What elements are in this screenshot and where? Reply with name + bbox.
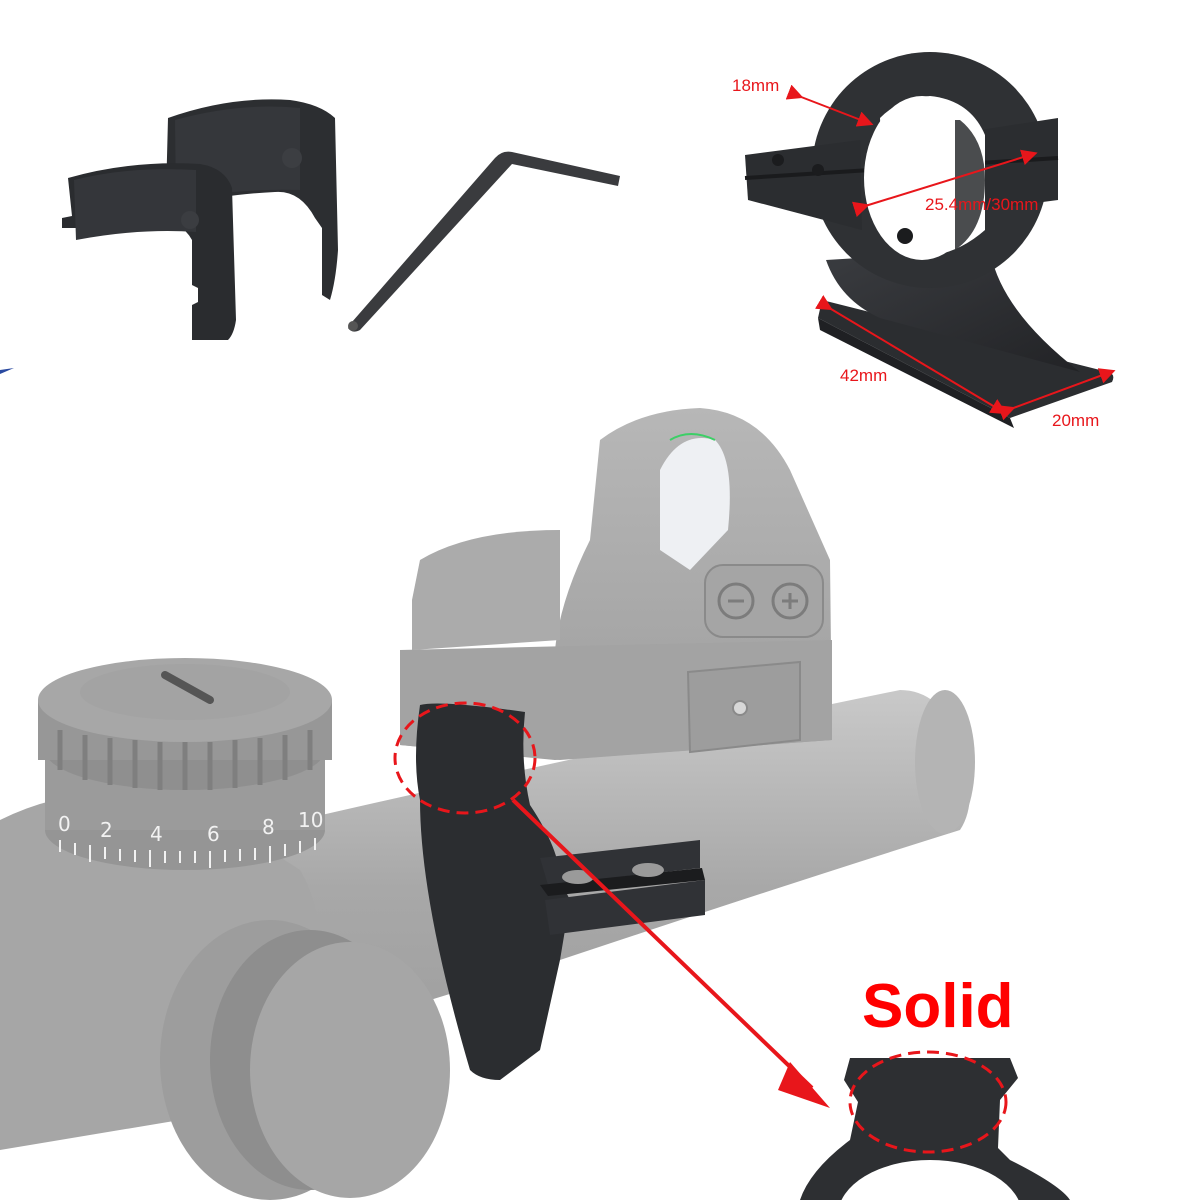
highlight-circle-mount	[393, 701, 537, 815]
edge-artifact	[0, 368, 14, 374]
reducer-ring-front	[62, 163, 236, 340]
dial-number: 0	[58, 812, 71, 836]
solid-closeup	[800, 1050, 1070, 1200]
dial-number: 4	[150, 822, 163, 846]
elevation-turret	[38, 658, 332, 870]
offset-ring-mount	[744, 52, 1116, 428]
callout-arrow	[511, 798, 830, 1108]
dial-number: 10	[298, 808, 324, 832]
installed-ring-mount	[416, 703, 705, 1080]
dimension-base-length: 42mm	[840, 366, 888, 385]
allen-wrench	[348, 151, 620, 332]
solid-callout-label: Solid	[862, 972, 1014, 1041]
dial-number: 8	[262, 815, 275, 839]
windage-turret	[160, 920, 450, 1200]
dimension-tube-diameter: 25.4mm/30mm	[925, 195, 1039, 214]
dial-number: 2	[100, 818, 113, 842]
dial-number: 6	[207, 822, 220, 846]
dimension-base-width: 20mm	[1052, 411, 1100, 430]
dimension-ring-width: 18mm	[732, 76, 780, 95]
